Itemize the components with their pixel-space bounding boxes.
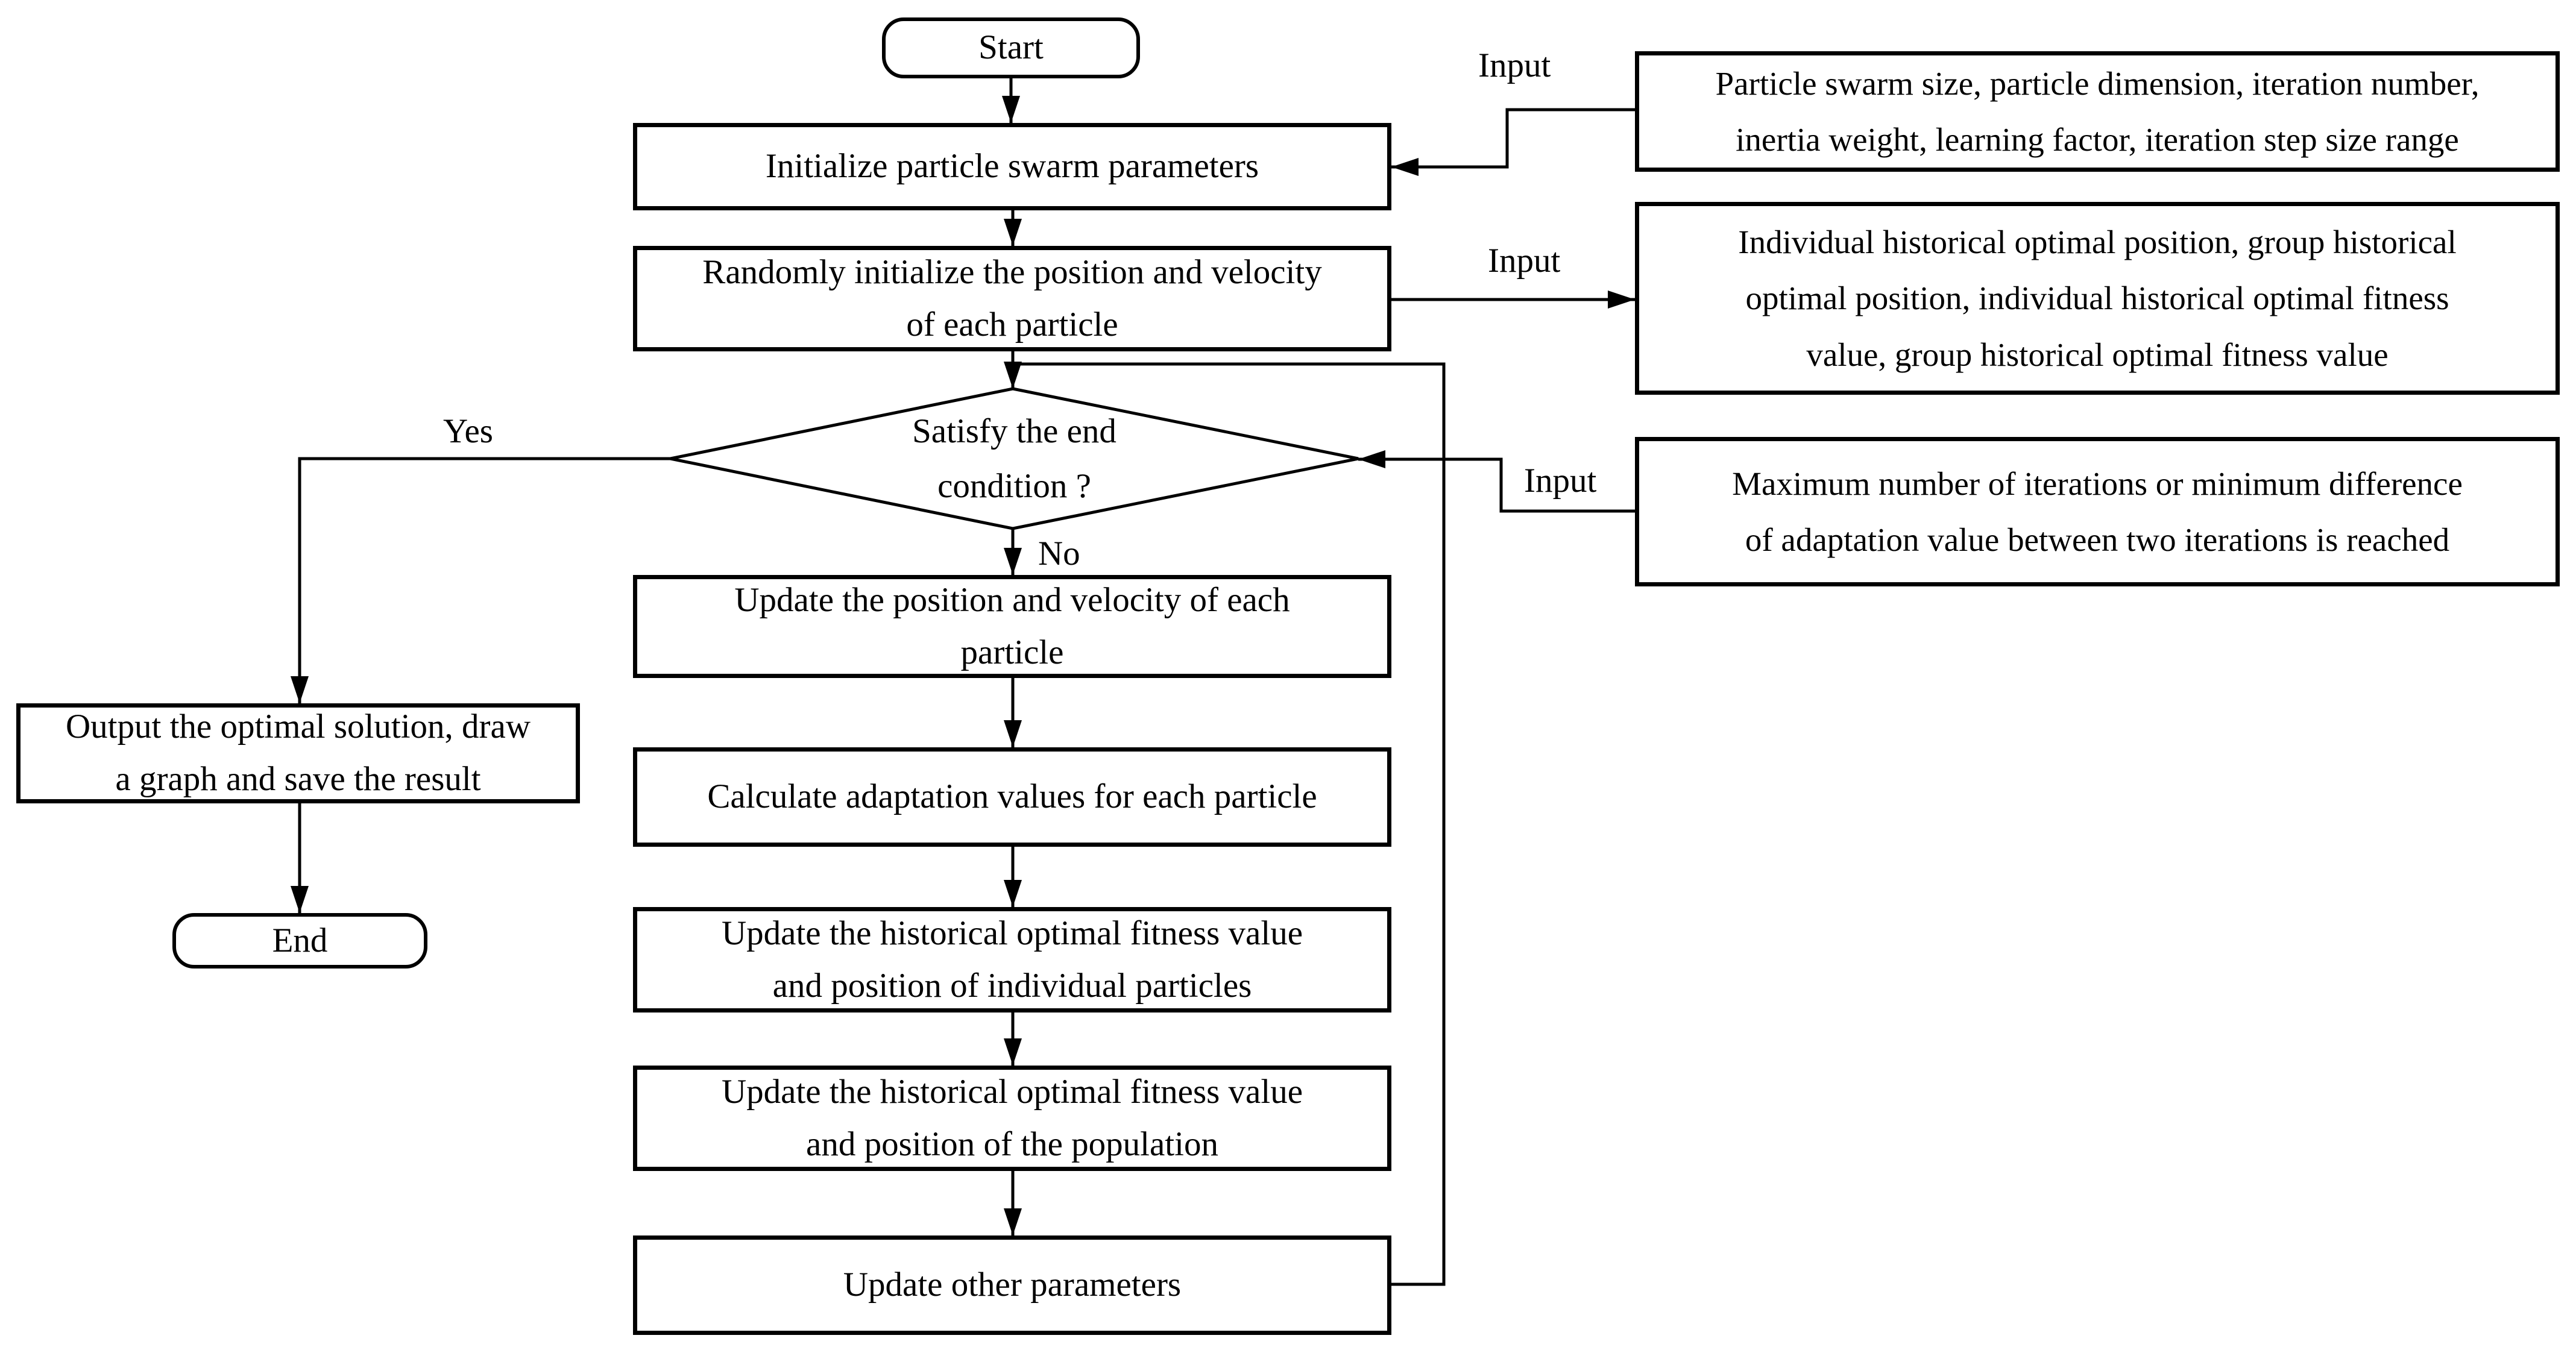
- node-update-other-parameters: Update other parameters: [633, 1235, 1391, 1335]
- input-box-termination-criteria: Maximum number of iterations or minimum …: [1635, 437, 2560, 586]
- input-box-swarm-parameters: Particle swarm size, particle dimension,…: [1635, 51, 2560, 172]
- edge-input1-to-init: [1391, 108, 1635, 176]
- node-start: Start: [882, 17, 1140, 78]
- node-update-population-optimal: Update the historical optimal fitness va…: [633, 1066, 1391, 1171]
- input-label-1: Input: [1478, 46, 1551, 85]
- node-end: End: [172, 913, 427, 969]
- node-end-condition-decision: Satisfy the end condition ?: [912, 412, 1116, 505]
- branch-label-yes: Yes: [443, 412, 493, 451]
- edge-decision-yes-to-output: [291, 457, 670, 703]
- node-initialize-parameters: Initialize particle swarm parameters: [633, 123, 1391, 210]
- node-output-result: Output the optimal solution, draw a grap…: [16, 703, 580, 803]
- input-box-historical-optima: Individual historical optimal position, …: [1635, 202, 2560, 395]
- edge-input3-to-decision: [1358, 450, 1635, 513]
- node-random-initialize: Randomly initialize the position and vel…: [633, 246, 1391, 351]
- node-calculate-adaptation: Calculate adaptation values for each par…: [633, 747, 1391, 847]
- edge-loopback-update-other-to-decision: [1013, 362, 1446, 1286]
- branch-label-no: No: [1038, 534, 1080, 573]
- decision-diamond: [670, 387, 1359, 530]
- node-update-individual-optimal: Update the historical optimal fitness va…: [633, 907, 1391, 1012]
- node-update-position-velocity: Update the position and velocity of each…: [633, 575, 1391, 678]
- input-label-3: Input: [1524, 461, 1597, 500]
- input-label-2: Input: [1488, 241, 1561, 280]
